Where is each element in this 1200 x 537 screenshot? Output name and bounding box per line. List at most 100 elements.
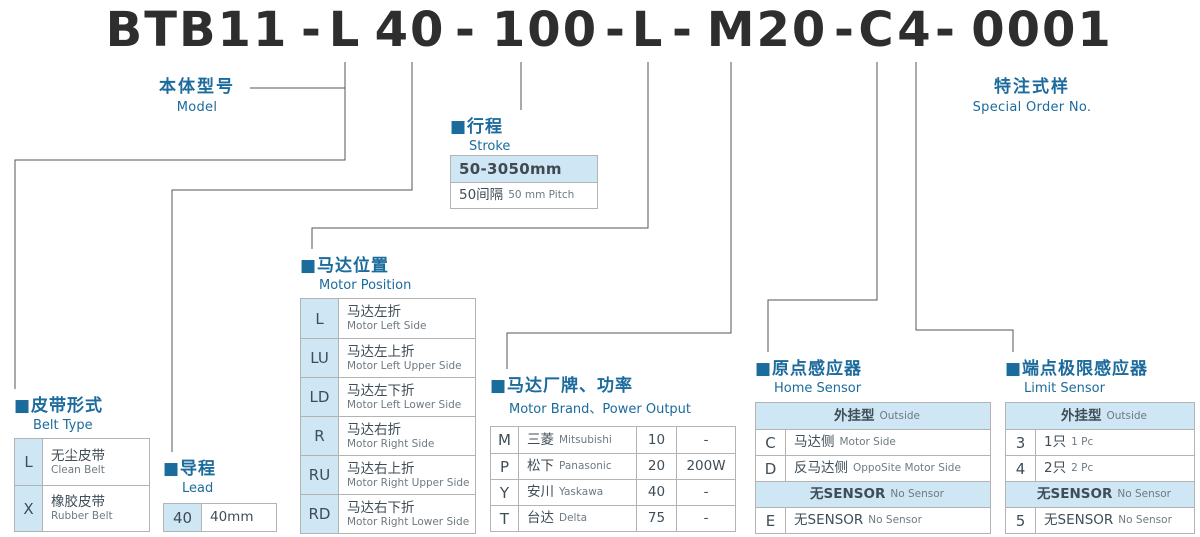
motor-power-code: 40	[637, 480, 677, 505]
motor-position-code: RU	[301, 456, 339, 494]
table-row: RD 马达右下折 Motor Right Lower Side	[301, 494, 475, 533]
motor-position-title-zh: ■马达位置	[300, 256, 390, 276]
home-sensor-title-en: Home Sensor	[774, 381, 862, 396]
table-row: 5 无SENSOR No Sensor	[1006, 507, 1194, 533]
motor-brand-en: Delta	[559, 512, 588, 525]
table-row: P 松下 Panasonic 20 200W	[491, 453, 735, 479]
motor-position-zh: 马达左上折	[347, 343, 415, 360]
home-sensor-title-zh: ■原点感应器	[755, 359, 863, 379]
motor-brand-table: M 三菱 Mitsubishi 10 - P 松下 Panasonic 20 2…	[490, 426, 736, 532]
limit-sensor-zh: 无SENSOR	[1044, 512, 1114, 529]
motor-brand-en: Mitsubishi	[559, 433, 612, 446]
limit-sensor-title-zh: ■端点极限感应器	[1005, 359, 1149, 379]
stroke-title-en: Stroke	[469, 139, 511, 154]
model-code-separator: -	[301, 2, 323, 58]
model-code-segment: 40	[374, 2, 446, 58]
home-sensor-zh: 无SENSOR	[794, 512, 864, 529]
limit-sensor-en: 2 Pc	[1071, 462, 1094, 475]
belt-type-en: Clean Belt	[51, 463, 105, 476]
model-code-segment: BTB11	[105, 2, 289, 58]
table-row: D 反马达侧 OppoSite Motor Side	[756, 455, 990, 481]
table-header-row: 无SENSOR No Sensor	[756, 481, 990, 507]
limit-sensor-header-en: No Sensor	[1117, 488, 1171, 501]
special-order-label: 特注式样 Special Order No.	[973, 72, 1092, 115]
motor-power-value: -	[703, 484, 709, 501]
stroke-range-row: 50-3050mm	[451, 156, 597, 182]
limit-sensor-code: 5	[1006, 508, 1036, 533]
stroke-pitch-zh: 50间隔	[459, 187, 504, 204]
lead-value: 40mm	[210, 509, 254, 526]
belt-type-zh: 橡胶皮带	[51, 494, 105, 511]
model-code-segment: L	[631, 2, 665, 58]
table-row: RU 马达右上折 Motor Right Upper Side	[301, 455, 475, 494]
limit-sensor-en: No Sensor	[1118, 514, 1172, 527]
limit-sensor-code: 3	[1006, 430, 1036, 455]
table-header-row: 无SENSOR No Sensor	[1006, 481, 1194, 507]
motor-brand-title-en: Motor Brand、Power Output	[509, 402, 692, 417]
motor-position-code: R	[301, 417, 339, 455]
table-header-row: 外挂型 Outside	[1006, 403, 1194, 429]
limit-sensor-en: 1 Pc	[1071, 436, 1094, 449]
motor-brand-title-zh: ■马达厂牌、功率	[490, 376, 634, 396]
limit-sensor-header-en: Outside	[1106, 409, 1148, 422]
limit-sensor-zh: 2只	[1044, 460, 1067, 477]
motor-brand-zh: 松下	[527, 458, 554, 475]
motor-brand-code: M	[491, 427, 519, 453]
belt-type-en: Rubber Belt	[51, 510, 113, 523]
home-sensor-en: Motor Side	[839, 436, 896, 449]
motor-position-en: Motor Right Upper Side	[347, 476, 470, 489]
model-label-en: Model	[176, 100, 218, 115]
belt-type-zh: 无尘皮带	[51, 447, 105, 464]
table-row: 4 2只 2 Pc	[1006, 455, 1194, 481]
home-sensor-code: C	[756, 430, 786, 455]
home-sensor-header-zh: 外挂型	[833, 407, 875, 424]
limit-sensor-zh: 1只	[1044, 434, 1067, 451]
special-order-label-zh: 特注式样	[993, 77, 1070, 97]
motor-position-en: Motor Left Side	[347, 320, 427, 333]
table-row: X 橡胶皮带 Rubber Belt	[15, 485, 149, 531]
motor-position-en: Motor Right Lower Side	[347, 515, 470, 528]
motor-position-code: RD	[301, 495, 339, 533]
motor-brand-en: Yaskawa	[559, 486, 604, 499]
home-sensor-code: D	[756, 456, 786, 481]
motor-position-code: L	[301, 299, 339, 338]
motor-position-zh: 马达右下折	[347, 499, 415, 516]
home-sensor-zh: 反马达侧	[794, 460, 848, 477]
model-code-separator: -	[935, 2, 957, 58]
motor-position-zh: 马达左折	[347, 304, 401, 321]
model-code-segment: C	[858, 2, 896, 58]
stroke-title-zh: ■行程	[450, 117, 504, 137]
lead-title-zh: ■导程	[163, 459, 217, 479]
lead-title-en: Lead	[182, 481, 214, 496]
limit-sensor-header-zh: 外挂型	[1060, 407, 1102, 424]
table-row: T 台达 Delta 75 -	[491, 505, 735, 531]
home-sensor-section-title: ■原点感应器 Home Sensor	[755, 354, 862, 396]
home-sensor-header-zh: 无SENSOR	[810, 486, 886, 503]
lead-section-title: ■导程 Lead	[163, 454, 216, 496]
motor-position-code: LU	[301, 339, 339, 377]
table-header-row: 外挂型 Outside	[756, 403, 990, 429]
stroke-pitch-en: 50 mm Pitch	[508, 189, 575, 202]
home-sensor-header-en: Outside	[879, 409, 921, 422]
table-row: R 马达右折 Motor Right Side	[301, 416, 475, 455]
motor-brand-zh: 安川	[527, 484, 554, 501]
motor-position-en: Motor Right Side	[347, 437, 435, 450]
stroke-section-title: ■行程 Stroke	[450, 112, 510, 154]
limit-sensor-header-zh: 无SENSOR	[1037, 486, 1113, 503]
table-row: L 马达左折 Motor Left Side	[301, 299, 475, 338]
model-code-segment: 100	[491, 2, 599, 58]
model-code-separator: -	[672, 2, 694, 58]
table-row: Y 安川 Yaskawa 40 -	[491, 479, 735, 505]
motor-power-code: 20	[637, 454, 677, 479]
belt-type-code: X	[15, 486, 43, 531]
motor-power-code: 10	[637, 427, 677, 453]
motor-position-zh: 马达左下折	[347, 382, 415, 399]
leader-motor-brand	[506, 62, 732, 369]
home-sensor-en: No Sensor	[868, 514, 922, 527]
table-row: M 三菱 Mitsubishi 10 -	[491, 427, 735, 453]
model-label: 本体型号 Model	[159, 72, 235, 115]
limit-sensor-table: 外挂型 Outside 3 1只 1 Pc 4 2只 2 Pc 无SENSOR …	[1005, 402, 1195, 534]
motor-brand-zh: 台达	[527, 510, 554, 527]
special-order-label-en: Special Order No.	[972, 100, 1092, 115]
